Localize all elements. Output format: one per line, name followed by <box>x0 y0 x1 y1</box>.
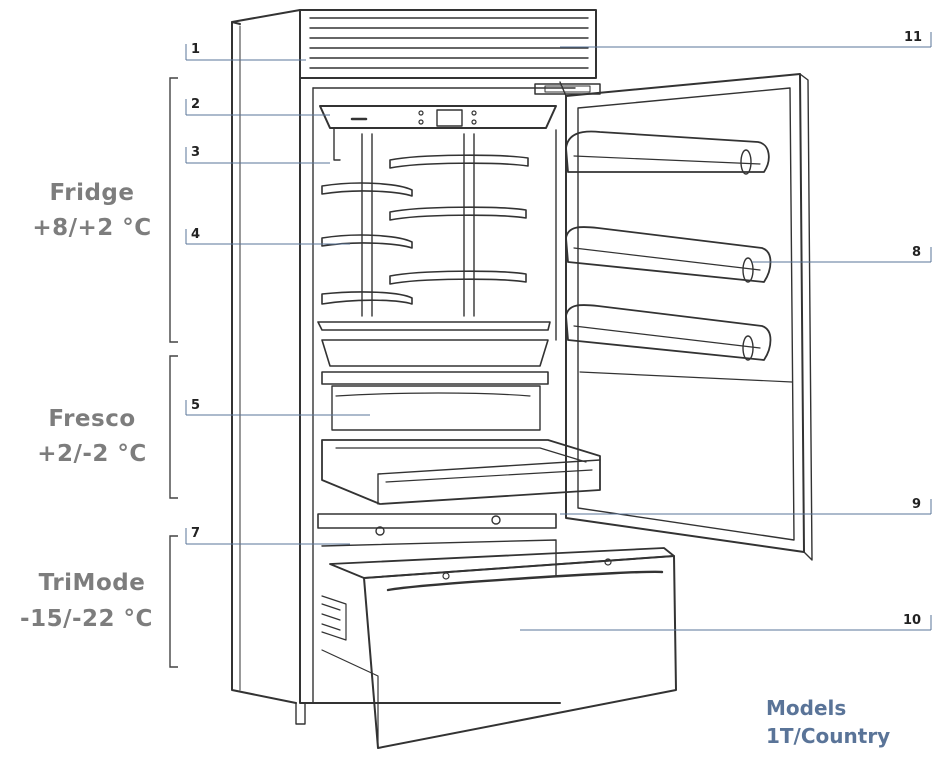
callout-4: 4 <box>191 227 201 242</box>
zone-fresco-temp: +2/-2 °C <box>37 441 147 467</box>
callout-5: 5 <box>191 398 201 413</box>
trimode-drawer <box>321 539 677 749</box>
models-label: Models 1T/Country <box>766 694 890 750</box>
zone-brackets <box>169 77 178 668</box>
callout-1: 1 <box>191 42 201 57</box>
zone-trimode-temp: -15/-22 °C <box>20 606 153 632</box>
drawer-divider <box>317 513 557 536</box>
cabinet <box>231 9 576 725</box>
models-line-1: Models <box>766 696 847 720</box>
door-hinge <box>534 83 601 95</box>
callout-7: 7 <box>191 526 201 541</box>
glass-shelves <box>321 154 529 305</box>
shelf-rails <box>333 127 557 341</box>
callout-11: 11 <box>904 30 923 45</box>
callout-8: 8 <box>912 245 922 260</box>
fridge-floor <box>317 321 551 367</box>
fresco-upper-drawer <box>321 371 549 431</box>
zone-fridge-name: Fridge <box>49 180 135 206</box>
open-door <box>559 73 813 561</box>
control-panel <box>319 105 557 129</box>
callout-3: 3 <box>191 145 201 160</box>
zone-fridge-temp: +8/+2 °C <box>32 215 152 241</box>
ventilation-grille <box>299 9 597 79</box>
zone-trimode-name: TriMode <box>38 570 146 596</box>
fresco-lower-drawer <box>321 439 601 505</box>
callout-10: 10 <box>903 613 922 628</box>
models-line-2: 1T/Country <box>766 724 891 748</box>
callout-2: 2 <box>191 97 201 112</box>
zone-fresco-name: Fresco <box>48 406 136 432</box>
callout-leaders <box>185 32 932 631</box>
callout-9: 9 <box>912 497 922 512</box>
door-bins <box>565 130 793 383</box>
